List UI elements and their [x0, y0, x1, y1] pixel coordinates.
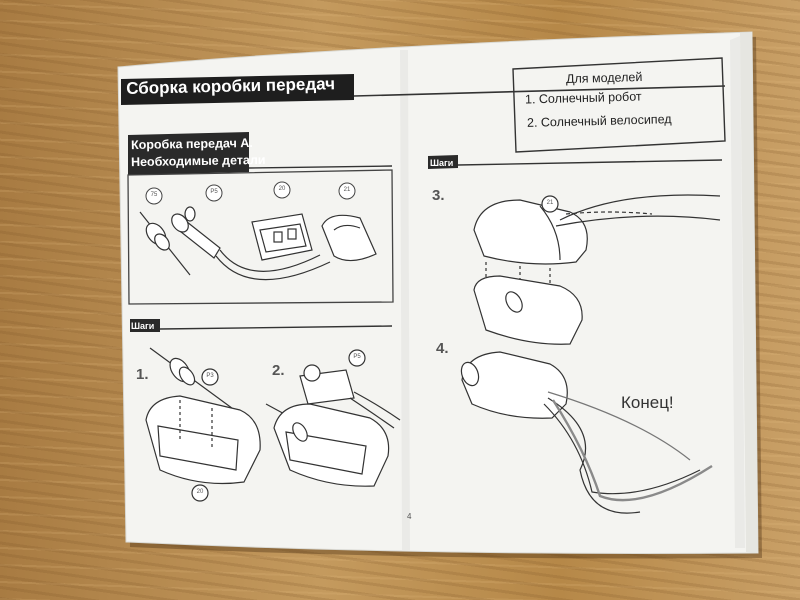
step-number-3: 3. [432, 187, 445, 204]
step-number-4: 4. [436, 340, 449, 357]
step1-tag-p3: P3 [206, 373, 214, 379]
part-tag-20: 20 [278, 186, 286, 192]
step2-tag-p5: P5 [353, 354, 361, 360]
steps-label-left: Шаги [131, 321, 155, 331]
section-a-title-line2: Необходимые детали [130, 152, 266, 170]
step3-tag-21: 21 [546, 200, 554, 206]
parts-box [127, 169, 394, 305]
step-number-2: 2. [272, 362, 285, 379]
page-number: 4 [407, 512, 412, 521]
header-bar [121, 74, 354, 105]
part-tag-21: 21 [343, 187, 351, 193]
part-tag-p5: P5 [210, 189, 218, 195]
models-box-title: Для моделей [565, 70, 643, 86]
section-a-title-line1: Коробка передач А. [130, 135, 253, 153]
models-box [512, 57, 726, 153]
part-tag-75: 75 [150, 192, 158, 198]
step1-tag-20: 20 [196, 489, 204, 495]
steps-label-right: Шаги [430, 158, 454, 168]
end-text: Конец! [621, 393, 674, 412]
step-number-1: 1. [136, 366, 149, 383]
